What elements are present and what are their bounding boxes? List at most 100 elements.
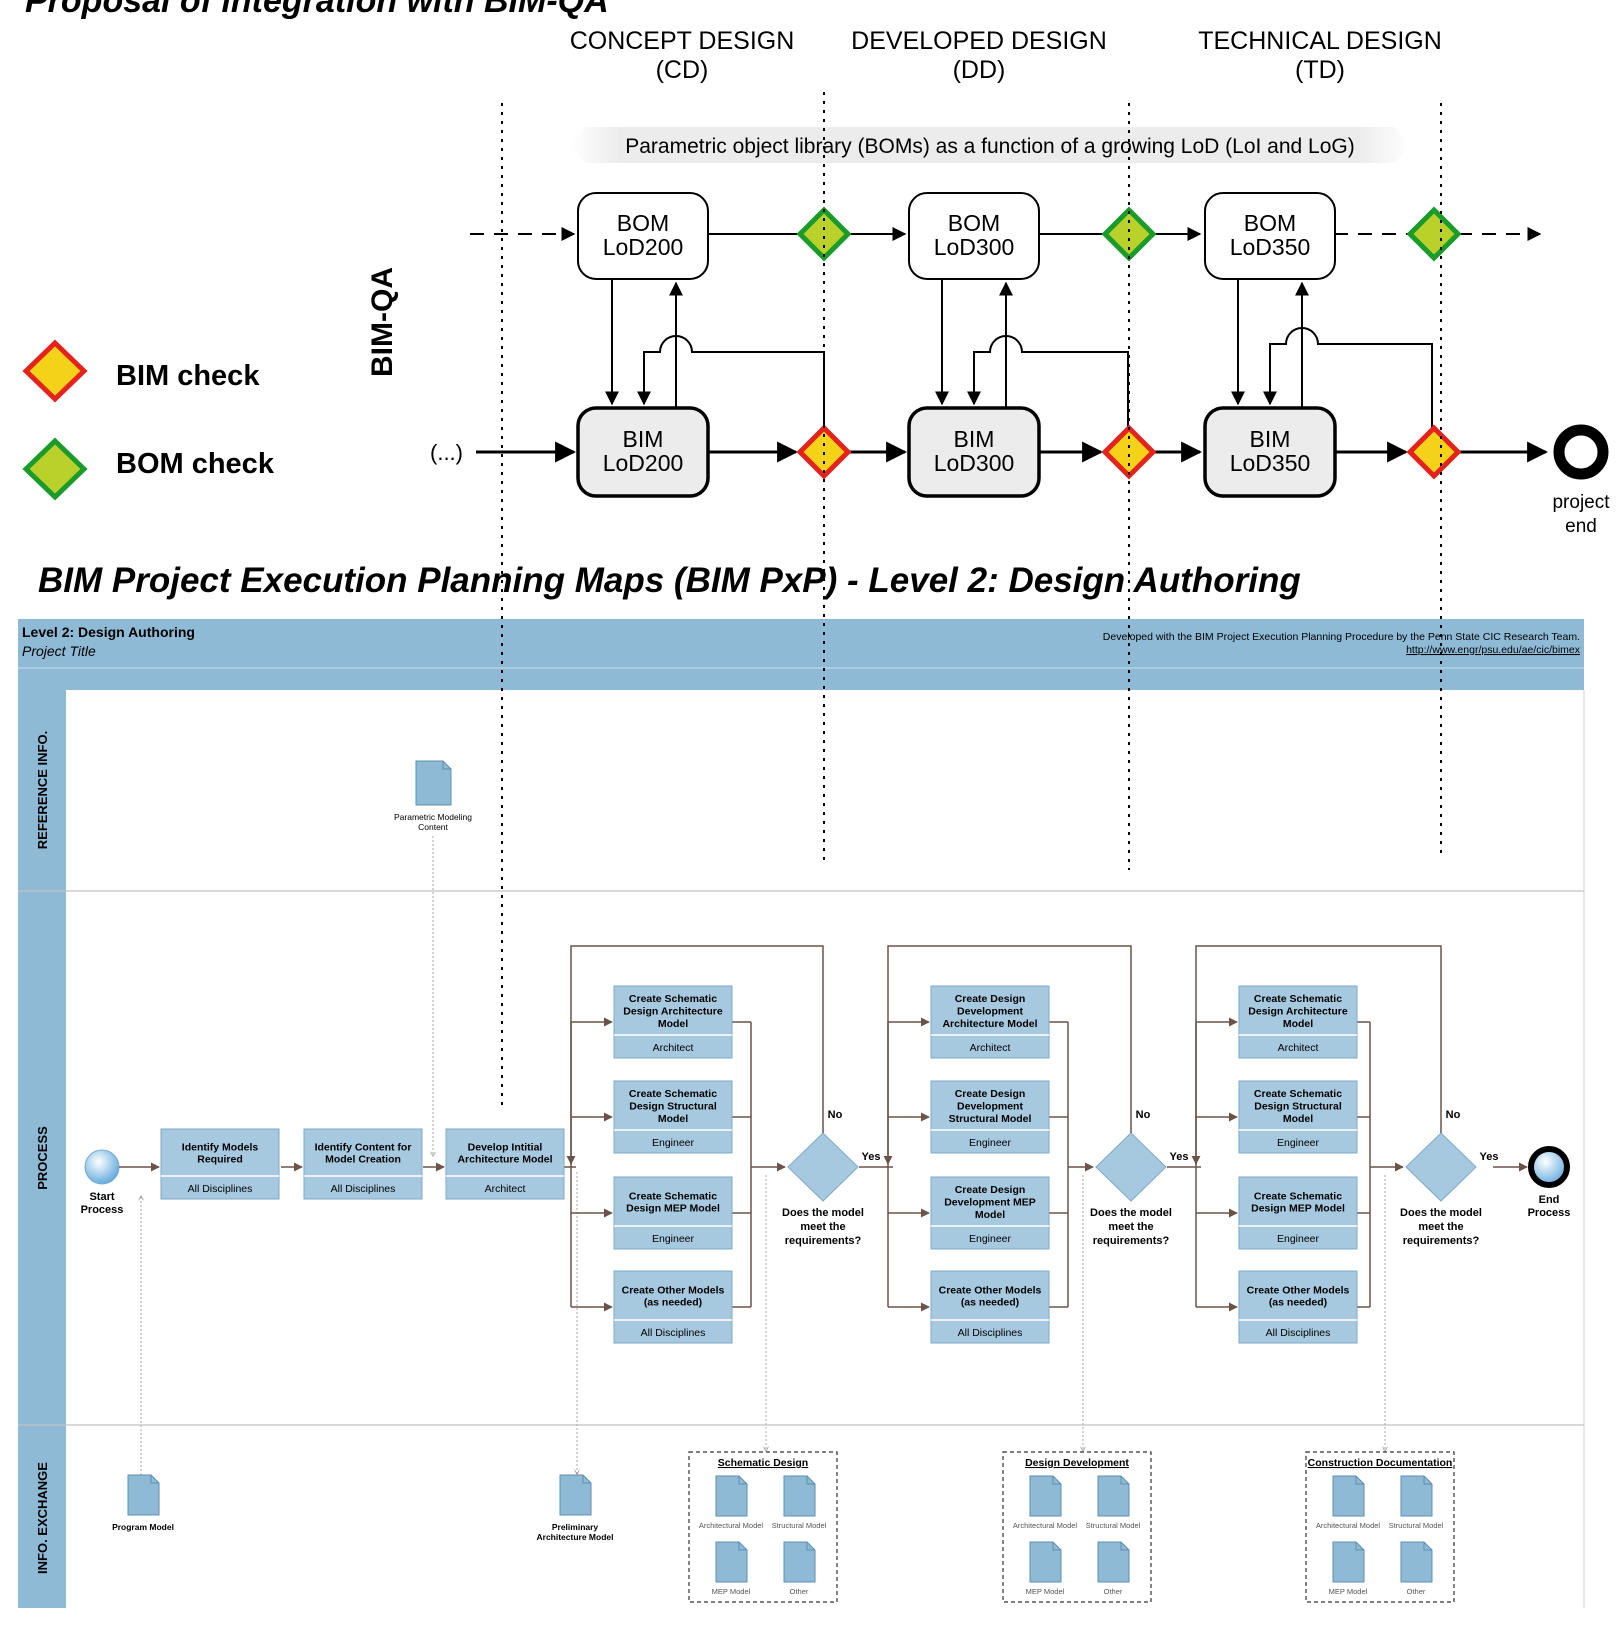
svg-text:BIM: BIM <box>954 426 995 452</box>
process-step-title: Architecture Model <box>942 1018 1037 1030</box>
bom-box-lod350: BOM LoD350 <box>1204 192 1336 280</box>
process-step-title: Create Other Models <box>939 1284 1042 1296</box>
bom-box-lod200: BOM LoD200 <box>577 192 709 280</box>
bom-bim-links <box>605 277 1433 452</box>
exchange-item-label: Architectural Model <box>699 1521 764 1530</box>
bim-box-lod350: BIM LoD350 <box>1203 406 1337 498</box>
decision-text: requirements? <box>1403 1235 1480 1247</box>
document-icon <box>415 760 452 806</box>
exchange-package-title: Design Development <box>1025 1457 1129 1469</box>
phase-headers: CONCEPT DESIGN (CD) DEVELOPED DESIGN (DD… <box>570 27 1442 84</box>
task-1-4: Create Other Models(as needed)All Discip… <box>613 1270 733 1344</box>
svg-text:LoD300: LoD300 <box>934 234 1015 260</box>
phase-td-name: TECHNICAL DESIGN <box>1198 27 1442 55</box>
process-step-title: Model <box>1283 1018 1313 1030</box>
exchange-item-label: Architectural Model <box>1316 1521 1381 1530</box>
start-marker: (...) <box>430 440 463 465</box>
svg-text:LoD350: LoD350 <box>1230 450 1311 476</box>
bim-box-lod300: BIM LoD300 <box>907 406 1041 498</box>
svg-text:Content: Content <box>418 822 448 832</box>
document-icon <box>559 1474 592 1516</box>
legend-bim-check-label: BIM check <box>116 360 260 392</box>
bom-checks <box>796 206 1462 262</box>
exchange-doc-label: Preliminary <box>552 1522 599 1532</box>
process-step-role: Engineer <box>1277 1137 1320 1149</box>
document-icon <box>1400 1475 1433 1517</box>
document-icon <box>1332 1541 1365 1583</box>
process-step-role: All Disciplines <box>1266 1327 1331 1339</box>
process-step-title: Create Schematic <box>1254 993 1342 1005</box>
process-step-title: Development <box>957 1006 1023 1018</box>
process-step-title: (as needed) <box>961 1297 1019 1309</box>
decision-yes-label: Yes <box>1170 1151 1189 1163</box>
decision-diamond <box>787 1132 859 1202</box>
end-process-label-1: End <box>1539 1194 1560 1206</box>
legend: BIM check BOM check <box>22 339 275 501</box>
exchange-item-label: Structural Model <box>772 1521 827 1530</box>
start-process-icon <box>84 1149 120 1185</box>
svg-text:LoD200: LoD200 <box>603 234 684 260</box>
library-banner: Parametric object library (BOMs) as a fu… <box>570 127 1410 163</box>
project-end-label-1: project <box>1552 492 1610 513</box>
start-process-label-1: Start <box>89 1191 114 1203</box>
lane-process: PROCESS <box>35 1126 50 1190</box>
bom-box-lod300: BOM LoD300 <box>908 192 1040 280</box>
top-title: Proposal of integration with BIM-QA <box>25 0 609 20</box>
svg-text:LoD200: LoD200 <box>603 450 684 476</box>
exchange-item-label: MEP Model <box>1329 1587 1368 1596</box>
process-step-title: Model Creation <box>325 1154 401 1166</box>
legend-bom-check-icon <box>22 437 88 501</box>
bim-box-lod200: BIM LoD200 <box>576 406 710 498</box>
process-step-role: All Disciplines <box>641 1327 706 1339</box>
process-step-title: Structural Model <box>949 1113 1032 1125</box>
lane-reference-info: REFERENCE INFO. <box>35 731 50 849</box>
process-step-title: (as needed) <box>644 1297 702 1309</box>
bom-check-icon <box>796 206 852 262</box>
phase-cd-abbr: (CD) <box>656 56 709 84</box>
process-step-role: Architect <box>1278 1042 1319 1054</box>
legend-bim-check-icon <box>22 339 88 403</box>
reference-doc-parametric-content: Parametric Modeling Content <box>394 760 472 832</box>
process-step-title: Design Architecture <box>623 1006 723 1018</box>
map-url: http://www.engr/psu.edu/ae/cic/bimex <box>1406 644 1581 656</box>
exchange-doc-label: Program Model <box>112 1522 174 1532</box>
svg-text:BIM: BIM <box>623 426 664 452</box>
decision-text: meet the <box>1418 1221 1463 1233</box>
decision-no-label: No <box>1136 1109 1151 1121</box>
process-step-role: All Disciplines <box>958 1327 1023 1339</box>
process-step-role: Architect <box>485 1183 526 1195</box>
process-step-title: Development MEP <box>944 1197 1036 1209</box>
document-icon <box>1029 1475 1062 1517</box>
decision-diamond <box>1405 1132 1477 1202</box>
map-title: BIM Project Execution Planning Maps (BIM… <box>38 561 1301 600</box>
decision-text: Does the model <box>782 1207 864 1219</box>
library-banner-text: Parametric object library (BOMs) as a fu… <box>625 135 1354 158</box>
process-step-role: Engineer <box>969 1233 1012 1245</box>
process-step-role: Engineer <box>1277 1233 1320 1245</box>
info-dependency-lines <box>141 836 1385 1475</box>
document-icon <box>1400 1541 1433 1583</box>
process-step-title: Create Design <box>955 993 1026 1005</box>
exchange-package-3: Construction DocumentationArchitectural … <box>1305 1451 1455 1603</box>
decision-text: meet the <box>1108 1221 1153 1233</box>
process-step-title: Design MEP Model <box>1251 1203 1345 1215</box>
exchange-doc-label: Architecture Model <box>537 1532 614 1542</box>
phase-cd-name: CONCEPT DESIGN <box>570 27 795 55</box>
exchange-item-label: Other <box>1104 1587 1123 1596</box>
exchange-package-title: Schematic Design <box>718 1457 808 1469</box>
decision-text: requirements? <box>785 1235 862 1247</box>
decision-text: meet the <box>800 1221 845 1233</box>
process-step-title: Model <box>1283 1113 1313 1125</box>
process-step-role: Engineer <box>652 1137 695 1149</box>
project-end-label-2: end <box>1565 516 1597 537</box>
process-step-title: Identify Content for <box>315 1141 412 1153</box>
decision-text: requirements? <box>1093 1235 1170 1247</box>
